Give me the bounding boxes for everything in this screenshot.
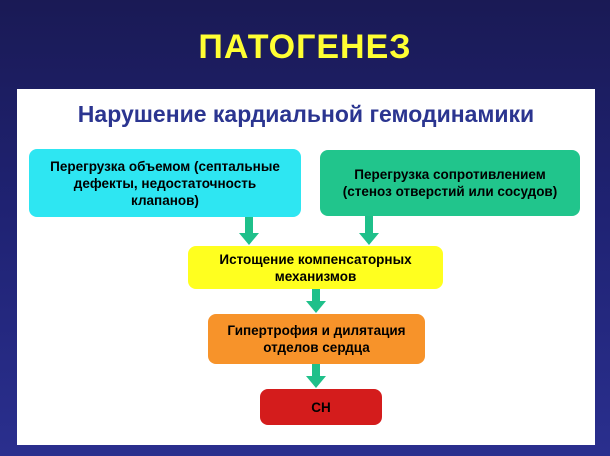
arrow-volume-to-exhaustion	[239, 217, 259, 245]
diagram-panel: Нарушение кардиальной гемодинамики	[17, 89, 595, 445]
node-volume-overload-line-1: Перегрузка объемом (септальные	[50, 158, 280, 174]
node-exhaustion: Истощение компенсаторных механизмов	[188, 246, 443, 289]
node-hypertrophy-line-1: Гипертрофия и дилятация	[227, 323, 406, 338]
node-resistance-overload-line-1: Перегрузка сопротивлением	[354, 167, 546, 182]
node-heart-failure-label: СН	[311, 399, 331, 415]
flow-arrows	[239, 216, 379, 388]
node-exhaustion-line-2: механизмов	[274, 268, 357, 284]
slide-subtitle: Нарушение кардиальной гемодинамики	[77, 101, 535, 127]
slide-title: ПАТОГЕНЕЗ	[198, 28, 412, 66]
arrow-hypertrophy-to-sn	[306, 364, 326, 388]
node-resistance-overload-line-2: (стеноз отверстий или сосудов)	[342, 184, 558, 199]
node-volume-overload: Перегрузка объемом (септальные дефекты, …	[29, 149, 301, 217]
node-hypertrophy: Гипертрофия и дилятация отделов сердца	[208, 314, 425, 364]
node-volume-overload-line-3: клапанов)	[131, 192, 199, 208]
arrow-exhaustion-to-hypertrophy	[306, 289, 326, 313]
node-exhaustion-line-1: Истощение компенсаторных	[219, 251, 412, 267]
node-volume-overload-line-2: дефекты, недостаточность	[73, 175, 257, 191]
node-hypertrophy-line-2: отделов сердца	[263, 340, 370, 355]
arrow-resistance-to-exhaustion	[359, 216, 379, 245]
node-resistance-overload: Перегрузка сопротивлением (стеноз отверс…	[320, 150, 580, 216]
node-heart-failure: СН	[260, 389, 382, 425]
